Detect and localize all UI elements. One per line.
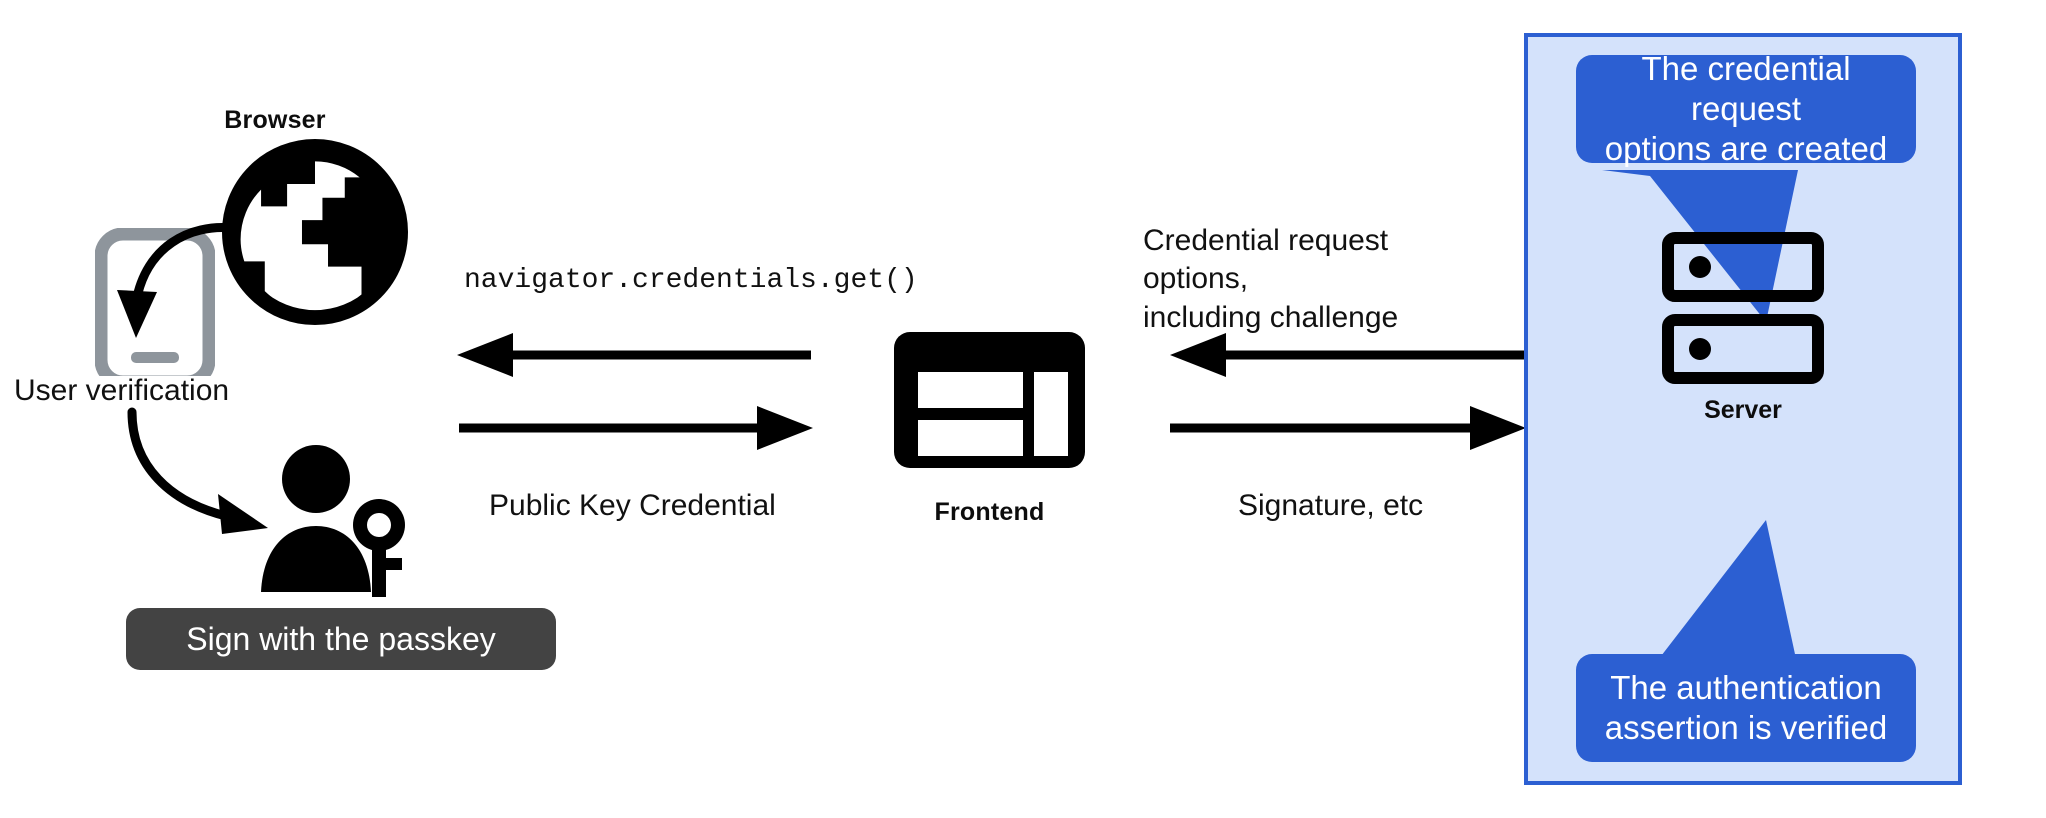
frontend-to-browser-arrow-icon (457, 333, 811, 377)
navigator-credentials-get-label: navigator.credentials.get() (464, 265, 918, 296)
frontend-label: Frontend (934, 498, 1045, 526)
phone-to-user-arrow-icon (127, 407, 268, 534)
browser-label: Browser (224, 106, 326, 134)
credential-request-options-label: Credential request options, including ch… (1143, 224, 1399, 334)
browser-to-phone-arrow-icon (117, 223, 237, 338)
bubble-bottom-tail-icon (1602, 520, 1798, 668)
server-bubble-top: The credential request options are creat… (1576, 50, 1916, 167)
server-bubble-bottom: The authentication assertion is verified (1576, 654, 1916, 762)
frontend-to-server-arrow-icon (1170, 406, 1526, 450)
server-label: Server (1704, 396, 1782, 424)
passkey-tooltip: Sign with the passkey (126, 608, 556, 670)
frontend-icon (894, 332, 1085, 468)
public-key-credential-label: Public Key Credential (489, 489, 776, 522)
server-to-frontend-arrow-icon (1170, 333, 1526, 377)
bubble-top-tail-icon (1602, 170, 1798, 322)
signature-etc-label: Signature, etc (1238, 489, 1424, 522)
server-icon (1662, 232, 1824, 384)
user-with-key-icon (261, 445, 405, 597)
user-verification-label: User verification (14, 376, 274, 406)
browser-to-frontend-arrow-icon (459, 406, 813, 450)
